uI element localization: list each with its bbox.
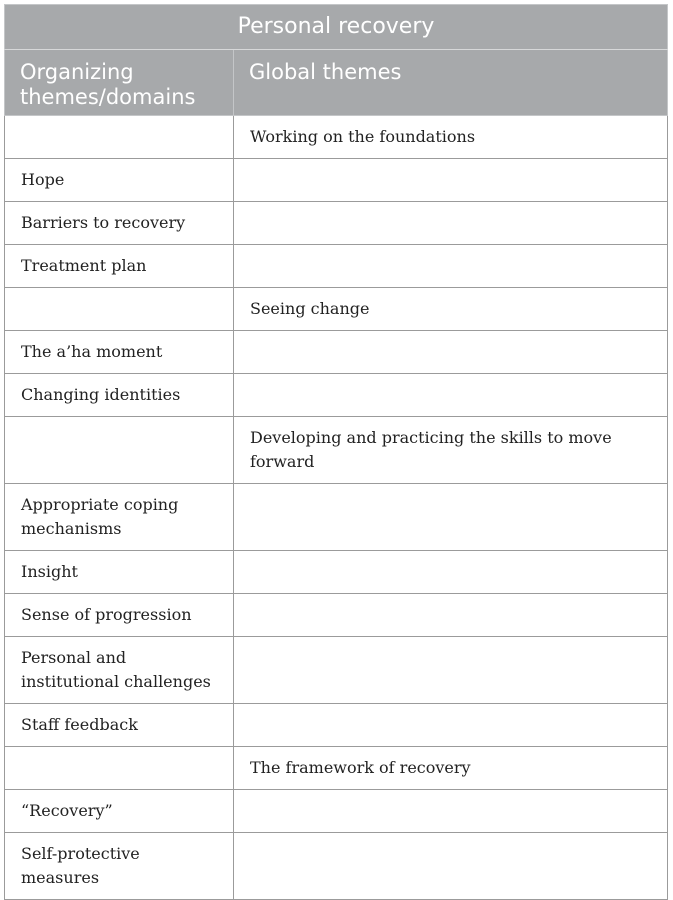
global-theme-cell — [232, 373, 669, 417]
global-theme-cell — [232, 703, 669, 747]
global-theme-cell: The framework of recovery — [232, 746, 669, 790]
global-theme-cell — [232, 550, 669, 594]
table-title-row: Personal recovery — [3, 4, 669, 50]
domain-cell: Staff feedback — [4, 703, 234, 747]
domain-cell: Insight — [4, 550, 234, 594]
global-theme-cell — [232, 158, 669, 202]
recovery-themes-table-container: Personal recovery Organizing themes/doma… — [3, 4, 669, 900]
table-row: Working on the foundations — [4, 115, 669, 159]
table-row: Developing and practicing the skills to … — [4, 416, 669, 484]
table-row: “Recovery” — [4, 789, 669, 833]
column-header-domains: Organizing themes/domains — [4, 49, 234, 116]
domain-cell: Self-protective measures — [4, 832, 234, 900]
table-title: Personal recovery — [3, 4, 669, 50]
table-row: Seeing change — [4, 287, 669, 331]
domain-cell — [4, 746, 234, 790]
domain-cell: Changing identities — [4, 373, 234, 417]
table-row: Personal and institutional challenges — [4, 636, 669, 704]
table-header-row: Organizing themes/domains Global themes — [4, 49, 669, 116]
domain-cell: The a’ha moment — [4, 330, 234, 374]
global-theme-cell: Seeing change — [232, 287, 669, 331]
global-theme-cell — [232, 244, 669, 288]
global-theme-cell — [232, 330, 669, 374]
table-row: Staff feedback — [4, 703, 669, 747]
table-row: Insight — [4, 550, 669, 594]
global-theme-cell — [232, 789, 669, 833]
global-theme-cell — [232, 593, 669, 637]
domain-cell — [4, 115, 234, 159]
table-row: Appropriate coping mechanisms — [4, 483, 669, 551]
domain-cell: Treatment plan — [4, 244, 234, 288]
table-row: Self-protective measures — [4, 832, 669, 900]
table-row: Sense of progression — [4, 593, 669, 637]
domain-cell: Personal and institutional challenges — [4, 636, 234, 704]
global-theme-cell — [232, 483, 669, 551]
table-row: Treatment plan — [4, 244, 669, 288]
table-row: The framework of recovery — [4, 746, 669, 790]
global-theme-cell — [232, 636, 669, 704]
domain-cell: Sense of progression — [4, 593, 234, 637]
domain-cell: Appropriate coping mechanisms — [4, 483, 234, 551]
table-row: Barriers to recovery — [4, 201, 669, 245]
table-row: The a’ha moment — [4, 330, 669, 374]
domain-cell — [4, 416, 234, 484]
domain-cell: “Recovery” — [4, 789, 234, 833]
global-theme-cell — [232, 201, 669, 245]
table-row: Hope — [4, 158, 669, 202]
domain-cell: Barriers to recovery — [4, 201, 234, 245]
global-theme-cell — [232, 832, 669, 900]
domain-cell: Hope — [4, 158, 234, 202]
global-theme-cell: Developing and practicing the skills to … — [232, 416, 669, 484]
column-header-global-themes: Global themes — [232, 49, 669, 116]
global-theme-cell: Working on the foundations — [232, 115, 669, 159]
domain-cell — [4, 287, 234, 331]
recovery-themes-table: Personal recovery Organizing themes/doma… — [3, 4, 669, 900]
table-row: Changing identities — [4, 373, 669, 417]
